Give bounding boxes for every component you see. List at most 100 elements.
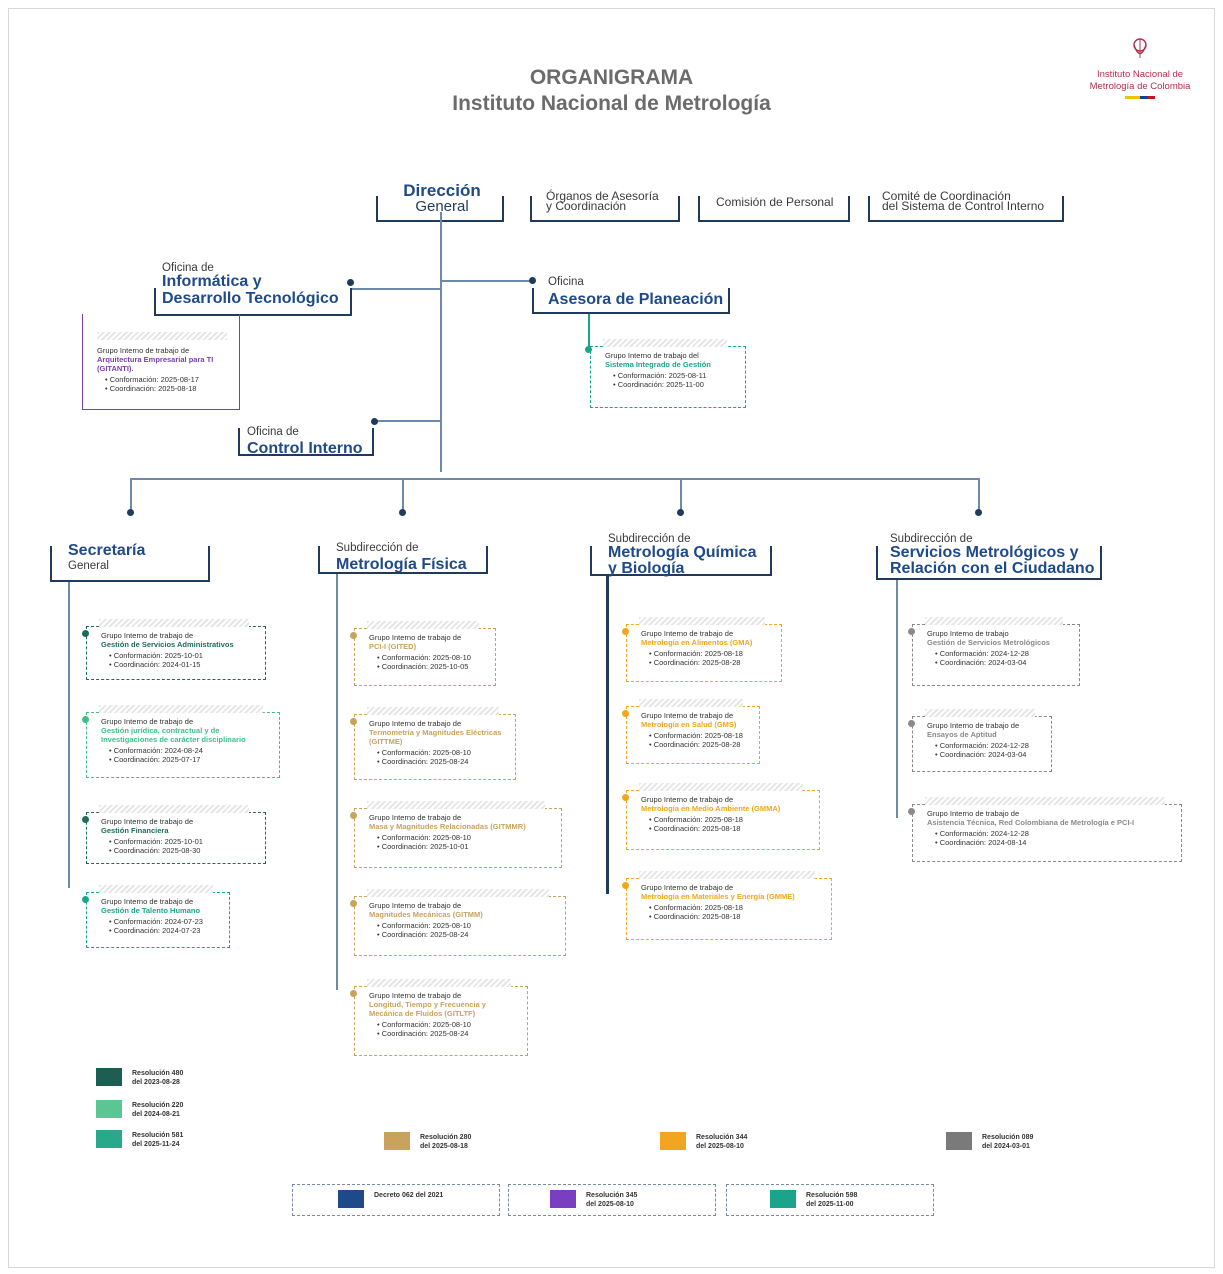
direccion-general-subtitle: General xyxy=(415,198,469,215)
smqb-group-node xyxy=(622,710,629,717)
smf-group-date-1: Conformación: 2025-08-10 xyxy=(377,1020,521,1029)
smf-group-date-1: Conformación: 2025-08-10 xyxy=(377,748,509,757)
ssmrc-group-name: Gestión de Servicios Metrológicos xyxy=(927,638,1050,647)
sg-group-date-2: Coordinación: 2024-07-23 xyxy=(109,926,223,935)
sg-branch xyxy=(68,582,70,888)
ssmrc-box xyxy=(876,546,1102,580)
comision-label: Comisión de Personal xyxy=(716,195,834,209)
ssmrc-group-intro: Grupo Interno de trabajo de xyxy=(927,721,1020,730)
organos-line2: y Coordinación xyxy=(546,199,627,213)
page-subtitle: Instituto Nacional de Metrología xyxy=(452,92,771,115)
smqb-group-intro: Grupo Interno de trabajo de xyxy=(641,883,734,892)
smqb-line1: Metrología Química xyxy=(608,544,757,561)
sg-group-date-1: Conformación: 2025-10-01 xyxy=(109,651,259,660)
smf-group-node xyxy=(350,812,357,819)
institution-logo: Instituto Nacional de Metrología de Colo… xyxy=(1076,36,1204,99)
oti-line2: Desarrollo Tecnológico xyxy=(162,290,339,307)
oap-connector xyxy=(442,280,532,282)
ssmrc-group-name: Ensayos de Aptitud xyxy=(927,730,997,739)
smf-group-intro: Grupo Interno de trabajo de xyxy=(369,813,462,822)
legend-swatch xyxy=(946,1132,972,1150)
subdir-bus xyxy=(130,478,980,480)
sg-group-date-1: Conformación: 2024-07-23 xyxy=(109,917,223,926)
group-sig: Grupo Interno de trabajo del Sistema Int… xyxy=(590,339,746,408)
oti-line1: Informática y xyxy=(162,273,262,290)
smqb-group-date-2: Coordinación: 2025-08-28 xyxy=(649,658,775,667)
sg-group-date-1: Conformación: 2024-08-24 xyxy=(109,746,273,755)
smqb-node xyxy=(677,509,684,516)
comite-line1: Comité de Coordinación xyxy=(882,189,1011,203)
smqb-group-date-1: Conformación: 2025-08-18 xyxy=(649,649,775,658)
legend-frame-2 xyxy=(726,1184,934,1216)
smqb-pre: Subdirección de xyxy=(608,533,691,545)
ssmrc-group-node xyxy=(908,628,915,635)
ssmrc-group-date-1: Conformación: 2024-12-28 xyxy=(935,649,1073,658)
group-sig-c2: Coordinación: 2025-11-00 xyxy=(613,380,739,389)
sg-group-intro: Grupo Interno de trabajo de xyxy=(101,897,194,906)
sig-node xyxy=(585,346,592,353)
smqb-group-date-2: Coordinación: 2025-08-18 xyxy=(649,824,813,833)
ssmrc-line1: Servicios Metrológicos y xyxy=(890,544,1079,561)
ssmrc-group-node xyxy=(908,808,915,815)
oci-node xyxy=(371,418,378,425)
sg-line1: Secretaría xyxy=(68,542,146,559)
sig-connector xyxy=(588,314,590,350)
group-gitanti-name: Arquitectura Empresarial para TI (GITANT… xyxy=(97,355,214,373)
page-frame xyxy=(8,8,1215,1268)
sg-group-date-2: Coordinación: 2025-08-30 xyxy=(109,846,259,855)
bus-drop-sg xyxy=(130,478,132,512)
oti-node xyxy=(347,279,354,286)
organos-box xyxy=(530,196,680,222)
ssmrc-branch xyxy=(896,580,898,818)
smf-group-intro: Grupo Interno de trabajo de xyxy=(369,901,462,910)
oap-line1: Asesora de Planeación xyxy=(548,291,724,308)
smf-pre: Subdirección de xyxy=(336,542,419,554)
legend-frame-0 xyxy=(292,1184,500,1216)
smqb-group-date-2: Coordinación: 2025-08-28 xyxy=(649,740,753,749)
smf-group-date-2: Coordinación: 2025-10-05 xyxy=(377,662,489,671)
oap-node xyxy=(529,277,536,284)
smf-group-name: PCI-I (GITED) xyxy=(369,642,417,651)
sg-group-name: Gestión Financiera xyxy=(101,826,169,835)
organos-line1: Órganos de Asesoría xyxy=(546,189,659,203)
legend-swatch xyxy=(384,1132,410,1150)
legend-label: Decreto 062 del 2021 xyxy=(374,1192,444,1199)
oci-line1: Control Interno xyxy=(247,440,363,457)
legend-swatch xyxy=(96,1068,122,1086)
sg-group-date-2: Coordinación: 2024-01-15 xyxy=(109,660,259,669)
bus-drop-smf xyxy=(402,478,404,512)
legend-swatch xyxy=(660,1132,686,1150)
sg-group-node xyxy=(82,816,89,823)
ssmrc-group-date-1: Conformación: 2024-12-28 xyxy=(935,829,1175,838)
bus-drop-smqb xyxy=(680,478,682,512)
oci-box xyxy=(238,428,374,456)
sg-group-date-1: Conformación: 2025-10-01 xyxy=(109,837,259,846)
smf-group-intro: Grupo Interno de trabajo de xyxy=(369,633,462,642)
smf-group-intro: Grupo Interno de trabajo de xyxy=(369,991,462,1000)
smqb-group-node xyxy=(622,794,629,801)
smqb-group-intro: Grupo Interno de trabajo de xyxy=(641,711,734,720)
group-sig-name: Sistema Integrado de Gestión xyxy=(605,360,711,369)
group-gitanti-c1: Conformación: 2025-08-17 xyxy=(105,375,233,384)
sg-group-node xyxy=(82,896,89,903)
sg-node xyxy=(127,509,134,516)
comite-line2: del Sistema de Control Interno xyxy=(882,199,1045,213)
group-gitanti-c2: Coordinación: 2025-08-18 xyxy=(105,384,233,393)
smf-group-name: Termometría y Magnitudes Eléctricas (GIT… xyxy=(369,728,502,746)
smf-group-date-2: Coordinación: 2025-08-24 xyxy=(377,757,509,766)
smqb-group-node xyxy=(622,628,629,635)
